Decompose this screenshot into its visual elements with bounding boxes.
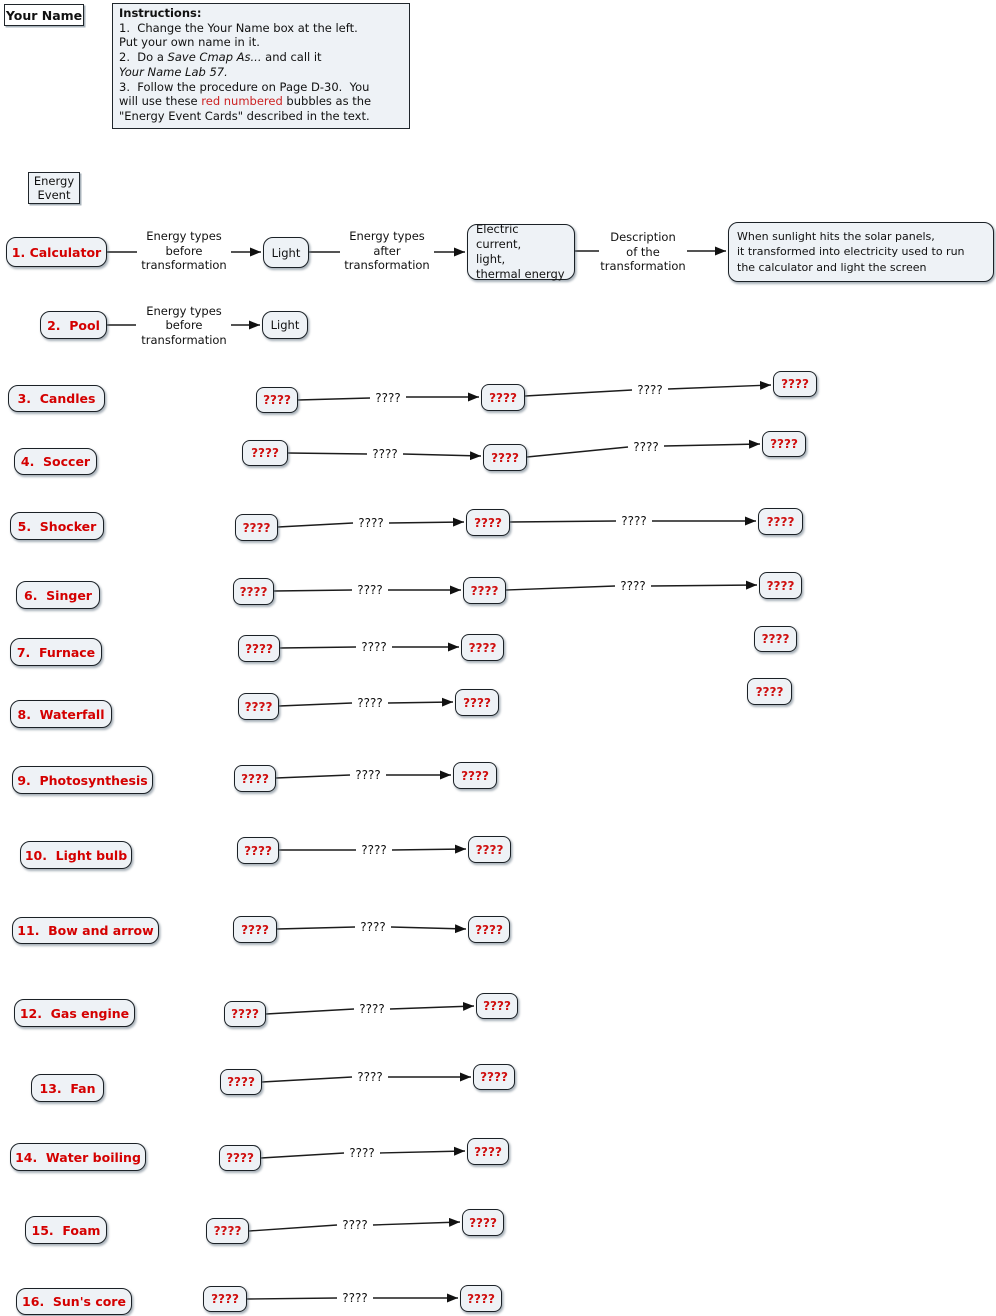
answer-bubble-8c[interactable]: ???? bbox=[747, 678, 792, 705]
instructions-line: Put your own name in it. bbox=[119, 35, 260, 50]
link-label-12a[interactable]: ???? bbox=[359, 1002, 385, 1016]
event-bubble-12-gas-engine[interactable]: 12. Gas engine bbox=[14, 999, 135, 1027]
answer-bubble-11b[interactable]: ???? bbox=[468, 916, 510, 943]
link-label-3b[interactable]: ???? bbox=[637, 383, 663, 397]
link-label-8a[interactable]: ???? bbox=[357, 696, 383, 710]
link-label-10a[interactable]: ???? bbox=[361, 843, 387, 857]
answer-bubble-12a[interactable]: ???? bbox=[224, 1001, 266, 1027]
instructions-box[interactable]: Instructions: 1. Change the Your Name bo… bbox=[112, 3, 410, 129]
instructions-line: 1. Change the Your Name box at the left. bbox=[119, 20, 358, 35]
instructions-line: 2. Do a Save Cmap As... and call it bbox=[119, 50, 322, 65]
link-label-before-2[interactable]: Energy types before transformation bbox=[141, 303, 227, 347]
answer-bubble-4a[interactable]: ???? bbox=[242, 440, 288, 466]
answer-bubble-5b[interactable]: ???? bbox=[466, 509, 510, 536]
event-bubble-4-soccer[interactable]: 4. Soccer bbox=[14, 448, 97, 475]
event-bubble-13-fan[interactable]: 13. Fan bbox=[31, 1074, 104, 1102]
description-bubble-1[interactable]: When sunlight hits the solar panels, it … bbox=[728, 222, 994, 282]
link-label-description-1[interactable]: Description of the transformation bbox=[600, 230, 686, 274]
event-bubble-8-waterfall[interactable]: 8. Waterfall bbox=[10, 700, 112, 728]
link-label-11a[interactable]: ???? bbox=[360, 920, 386, 934]
answer-bubble-8a[interactable]: ???? bbox=[238, 693, 279, 720]
answer-bubble-14a[interactable]: ???? bbox=[219, 1145, 261, 1171]
link-label-5b[interactable]: ???? bbox=[621, 514, 647, 528]
answer-bubble-3c[interactable]: ???? bbox=[773, 371, 817, 397]
link-label-13a[interactable]: ???? bbox=[357, 1070, 383, 1084]
answer-bubble-10a[interactable]: ???? bbox=[237, 837, 279, 864]
link-label-4a[interactable]: ???? bbox=[372, 447, 398, 461]
link-label-4b[interactable]: ???? bbox=[633, 440, 659, 454]
event-bubble-14-water-boiling[interactable]: 14. Water boiling bbox=[10, 1143, 146, 1171]
link-label-3a[interactable]: ???? bbox=[375, 391, 401, 405]
answer-bubble-15a[interactable]: ???? bbox=[206, 1218, 249, 1244]
instructions-line: will use these red numbered bubbles as t… bbox=[119, 94, 372, 109]
answer-bubble-7b[interactable]: ???? bbox=[461, 634, 504, 661]
your-name-box[interactable]: Your Name bbox=[4, 4, 84, 26]
answer-bubble-6a[interactable]: ???? bbox=[233, 578, 274, 605]
event-bubble-7-furnace[interactable]: 7. Furnace bbox=[10, 638, 102, 666]
answer-bubble-14b[interactable]: ???? bbox=[467, 1138, 509, 1165]
answer-bubble-9a[interactable]: ???? bbox=[234, 765, 276, 792]
event-bubble-2-pool[interactable]: 2. Pool bbox=[40, 311, 107, 339]
link-label-5a[interactable]: ???? bbox=[358, 516, 384, 530]
event-bubble-5-shocker[interactable]: 5. Shocker bbox=[10, 512, 104, 540]
link-label-14a[interactable]: ???? bbox=[349, 1146, 375, 1160]
link-label-16a[interactable]: ???? bbox=[342, 1291, 368, 1305]
event-bubble-1-calculator[interactable]: 1. Calculator bbox=[6, 237, 107, 267]
answer-bubble-4c[interactable]: ???? bbox=[762, 431, 806, 457]
event-bubble-6-singer[interactable]: 6. Singer bbox=[16, 581, 100, 609]
link-label-before-1[interactable]: Energy types before transformation bbox=[141, 229, 227, 273]
event-bubble-11-bow-and-arrow[interactable]: 11. Bow and arrow bbox=[12, 917, 159, 944]
link-label-6b[interactable]: ???? bbox=[620, 579, 646, 593]
event-bubble-9-photosynthesis[interactable]: 9. Photosynthesis bbox=[12, 766, 153, 794]
answer-bubble-5a[interactable]: ???? bbox=[235, 514, 278, 541]
answer-bubble-4b[interactable]: ???? bbox=[483, 444, 527, 471]
answer-bubble-3b[interactable]: ???? bbox=[481, 384, 525, 411]
answer-bubble-12b[interactable]: ???? bbox=[476, 993, 518, 1019]
link-label-7a[interactable]: ???? bbox=[361, 640, 387, 654]
instructions-line: Your Name Lab 57. bbox=[119, 64, 228, 79]
instructions-title: Instructions: bbox=[119, 6, 202, 20]
link-label-after-1[interactable]: Energy types after transformation bbox=[344, 229, 430, 273]
answer-bubble-13b[interactable]: ???? bbox=[473, 1064, 515, 1090]
answer-bubble-15b[interactable]: ???? bbox=[462, 1209, 504, 1236]
energy-after-bubble-1[interactable]: Electric current, light, thermal energy bbox=[467, 222, 575, 281]
link-label-9a[interactable]: ???? bbox=[355, 768, 381, 782]
answer-bubble-16b[interactable]: ???? bbox=[460, 1285, 502, 1312]
answer-bubble-13a[interactable]: ???? bbox=[220, 1069, 262, 1095]
answer-bubble-7a[interactable]: ???? bbox=[238, 635, 280, 662]
energy-event-box[interactable]: Energy Event bbox=[28, 172, 80, 204]
link-label-6a[interactable]: ???? bbox=[357, 583, 383, 597]
event-bubble-15-foam[interactable]: 15. Foam bbox=[25, 1216, 107, 1244]
answer-bubble-7c[interactable]: ???? bbox=[754, 626, 797, 652]
event-bubble-16-suns-core[interactable]: 16. Sun's core bbox=[16, 1288, 132, 1315]
answer-bubble-9b[interactable]: ???? bbox=[453, 762, 497, 789]
event-bubble-10-light-bulb[interactable]: 10. Light bulb bbox=[20, 841, 132, 869]
answer-bubble-8b[interactable]: ???? bbox=[455, 689, 499, 716]
energy-before-bubble-2[interactable]: Light bbox=[262, 311, 308, 339]
answer-bubble-16a[interactable]: ???? bbox=[203, 1286, 247, 1312]
answer-bubble-10b[interactable]: ???? bbox=[468, 836, 511, 863]
answer-bubble-6c[interactable]: ???? bbox=[759, 572, 802, 599]
instructions-line: "Energy Event Cards" described in the te… bbox=[119, 108, 370, 123]
event-bubble-3-candles[interactable]: 3. Candles bbox=[8, 385, 105, 412]
answer-bubble-6b[interactable]: ???? bbox=[463, 577, 506, 604]
link-label-15a[interactable]: ???? bbox=[342, 1218, 368, 1232]
energy-before-bubble-1[interactable]: Light bbox=[263, 237, 309, 268]
instructions-line: 3. Follow the procedure on Page D-30. Yo… bbox=[119, 79, 370, 94]
answer-bubble-3a[interactable]: ???? bbox=[256, 387, 298, 413]
answer-bubble-5c[interactable]: ???? bbox=[758, 508, 803, 535]
answer-bubble-11a[interactable]: ???? bbox=[233, 916, 277, 943]
